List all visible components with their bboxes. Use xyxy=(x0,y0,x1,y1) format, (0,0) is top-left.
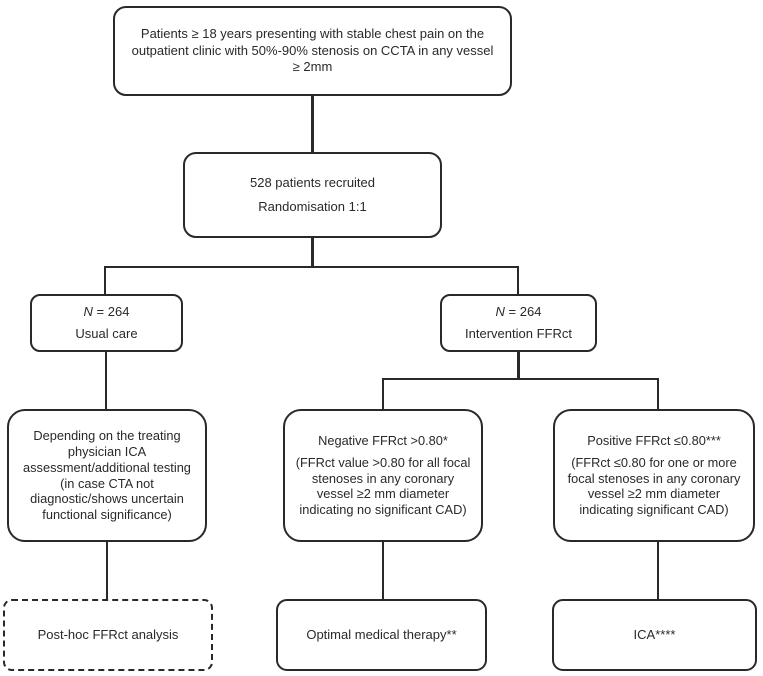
ica-box: ICA**** xyxy=(552,599,757,671)
recruitment-randomisation-box: 528 patients recruited Randomisation 1:1 xyxy=(183,152,442,238)
intervention-n-value: = 264 xyxy=(504,303,542,319)
posthoc-ffrct-analysis-box: Post-hoc FFRct analysis xyxy=(3,599,213,671)
connector-ffrct-horizontal xyxy=(382,378,659,380)
connector-positive-to-ica xyxy=(657,541,659,600)
usual-care-n-value: = 264 xyxy=(92,303,130,319)
usual-care-n-text: N = 264 xyxy=(84,304,130,320)
connector-depending-to-posthoc xyxy=(106,541,108,600)
eligibility-criteria-box: Patients ≥ 18 years presenting with stab… xyxy=(113,6,512,96)
intervention-arm-box: N = 264 Intervention FFRct xyxy=(440,294,597,352)
positive-ffrct-heading: Positive FFRct ≤0.80*** xyxy=(587,432,721,448)
eligibility-criteria-text: Patients ≥ 18 years presenting with stab… xyxy=(131,26,494,75)
negative-ffrct-heading: Negative FFRct >0.80* xyxy=(318,432,448,448)
negative-ffrct-box: Negative FFRct >0.80* (FFRct value >0.80… xyxy=(283,409,483,542)
intervention-n-symbol: N xyxy=(495,303,505,319)
usual-care-label: Usual care xyxy=(75,326,138,341)
intervention-n-text: N = 264 xyxy=(496,304,542,320)
connector-to-positive-ffrct xyxy=(657,378,659,410)
positive-ffrct-definition: (FFRct ≤0.80 for one or more focal steno… xyxy=(567,454,741,518)
connector-usual-care-to-depending xyxy=(105,351,107,410)
connector-negative-to-omt xyxy=(382,541,384,600)
randomisation-text: Randomisation 1:1 xyxy=(258,198,367,214)
connector-intervention-stub xyxy=(517,351,520,380)
connector-randomisation-horizontal xyxy=(104,266,519,268)
connector-to-intervention xyxy=(517,266,519,295)
ica-text: ICA**** xyxy=(633,626,676,642)
usual-care-management-text: Depending on the treating physician ICA … xyxy=(23,427,191,523)
connector-to-negative-ffrct xyxy=(382,378,384,410)
connector-title-to-recruit xyxy=(311,95,314,153)
negative-ffrct-definition: (FFRct value >0.80 for all focal stenose… xyxy=(295,454,471,518)
recruited-count-text: 528 patients recruited xyxy=(249,175,376,191)
connector-recruit-stub xyxy=(311,237,314,268)
connector-to-usual-care xyxy=(104,266,106,295)
intervention-label: Intervention FFRct xyxy=(465,326,572,341)
usual-care-arm-box: N = 264 Usual care xyxy=(30,294,183,352)
usual-care-n-symbol: N xyxy=(83,303,93,319)
optimal-medical-therapy-box: Optimal medical therapy** xyxy=(276,599,487,671)
optimal-medical-therapy-text: Optimal medical therapy** xyxy=(306,626,457,642)
posthoc-ffrct-analysis-text: Post-hoc FFRct analysis xyxy=(37,626,179,642)
positive-ffrct-box: Positive FFRct ≤0.80*** (FFRct ≤0.80 for… xyxy=(553,409,755,542)
usual-care-management-box: Depending on the treating physician ICA … xyxy=(7,409,207,542)
